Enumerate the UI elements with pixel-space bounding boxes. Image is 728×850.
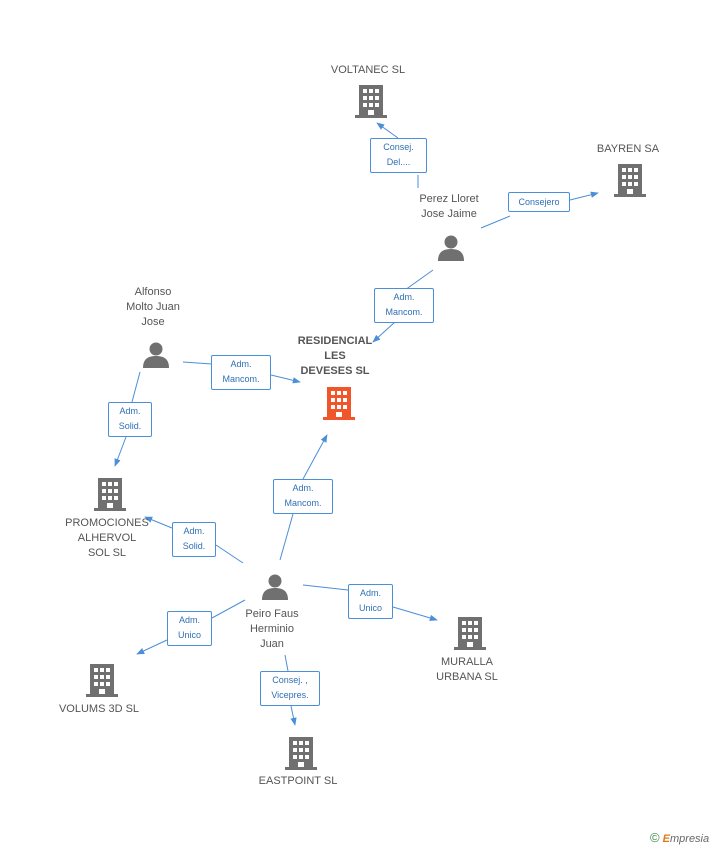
edge-label-alfonso-promociones[interactable]: Adm. Solid. <box>108 402 152 437</box>
node-label-voltanec[interactable]: VOLTANEC SL <box>330 64 406 76</box>
edge-label-peiro-promociones[interactable]: Adm. Solid. <box>172 522 216 557</box>
edge-label-peiro-eastpoint[interactable]: Consej. , Vicepres. <box>260 671 320 706</box>
node-label-bayren[interactable]: BAYREN SA <box>596 143 660 155</box>
edge-label-alfonso-residencial[interactable]: Adm. Mancom. <box>211 355 271 390</box>
edge-line-peiro-promociones <box>145 517 244 564</box>
edge-line-perez-bayren <box>480 193 598 229</box>
edge-line-peiro-muralla <box>302 584 437 620</box>
edge-line-peiro-residencial <box>279 435 327 561</box>
node-label-promociones[interactable]: PROMOCIONES ALHERVOL SOL SL <box>65 517 149 559</box>
edge-label-perez-residencial[interactable]: Adm. Mancom. <box>374 288 434 323</box>
building-icon[interactable] <box>285 736 317 775</box>
building-icon[interactable] <box>94 477 126 516</box>
node-label-alfonso[interactable]: Alfonso Molto Juan Jose <box>126 286 180 328</box>
node-label-peiro[interactable]: Peiro Faus Herminio Juan <box>245 608 299 650</box>
building-icon[interactable] <box>86 663 118 702</box>
edge-line-alfonso-residencial <box>182 361 300 382</box>
edge-line-perez-voltanec <box>377 123 419 188</box>
edge-label-peiro-residencial[interactable]: Adm. Mancom. <box>273 479 333 514</box>
person-icon[interactable] <box>437 233 465 266</box>
building-icon[interactable] <box>355 84 387 123</box>
empresia-watermark: © Empresia <box>650 830 709 845</box>
edge-label-peiro-volums[interactable]: Adm. Unico <box>167 611 212 646</box>
edge-label-perez-bayren[interactable]: Consejero <box>508 192 570 212</box>
edge-line-peiro-eastpoint <box>284 654 295 725</box>
node-label-eastpoint[interactable]: EASTPOINT SL <box>258 775 338 787</box>
person-icon[interactable] <box>142 340 170 373</box>
building-icon-main[interactable] <box>323 386 355 425</box>
brand-initial: E <box>662 833 670 845</box>
node-label-volums[interactable]: VOLUMS 3D SL <box>58 703 140 715</box>
edge-label-perez-voltanec[interactable]: Consej. Del.... <box>370 138 427 173</box>
edge-line-perez-residencial <box>373 269 434 342</box>
node-label-muralla[interactable]: MURALLA URBANA SL <box>436 656 498 683</box>
node-label-perez[interactable]: Perez Lloret Jose Jaime <box>419 193 479 220</box>
copyright-icon: © <box>650 830 660 845</box>
edge-line-alfonso-promociones <box>115 371 141 466</box>
node-label-residencial[interactable]: RESIDENCIAL LES DEVESES SL <box>297 335 373 377</box>
edge-label-peiro-muralla[interactable]: Adm. Unico <box>348 584 393 619</box>
building-icon[interactable] <box>614 163 646 202</box>
edge-line-peiro-volums <box>137 599 246 654</box>
brand-name: mpresia <box>670 833 710 845</box>
building-icon[interactable] <box>454 616 486 655</box>
person-icon[interactable] <box>261 572 289 605</box>
